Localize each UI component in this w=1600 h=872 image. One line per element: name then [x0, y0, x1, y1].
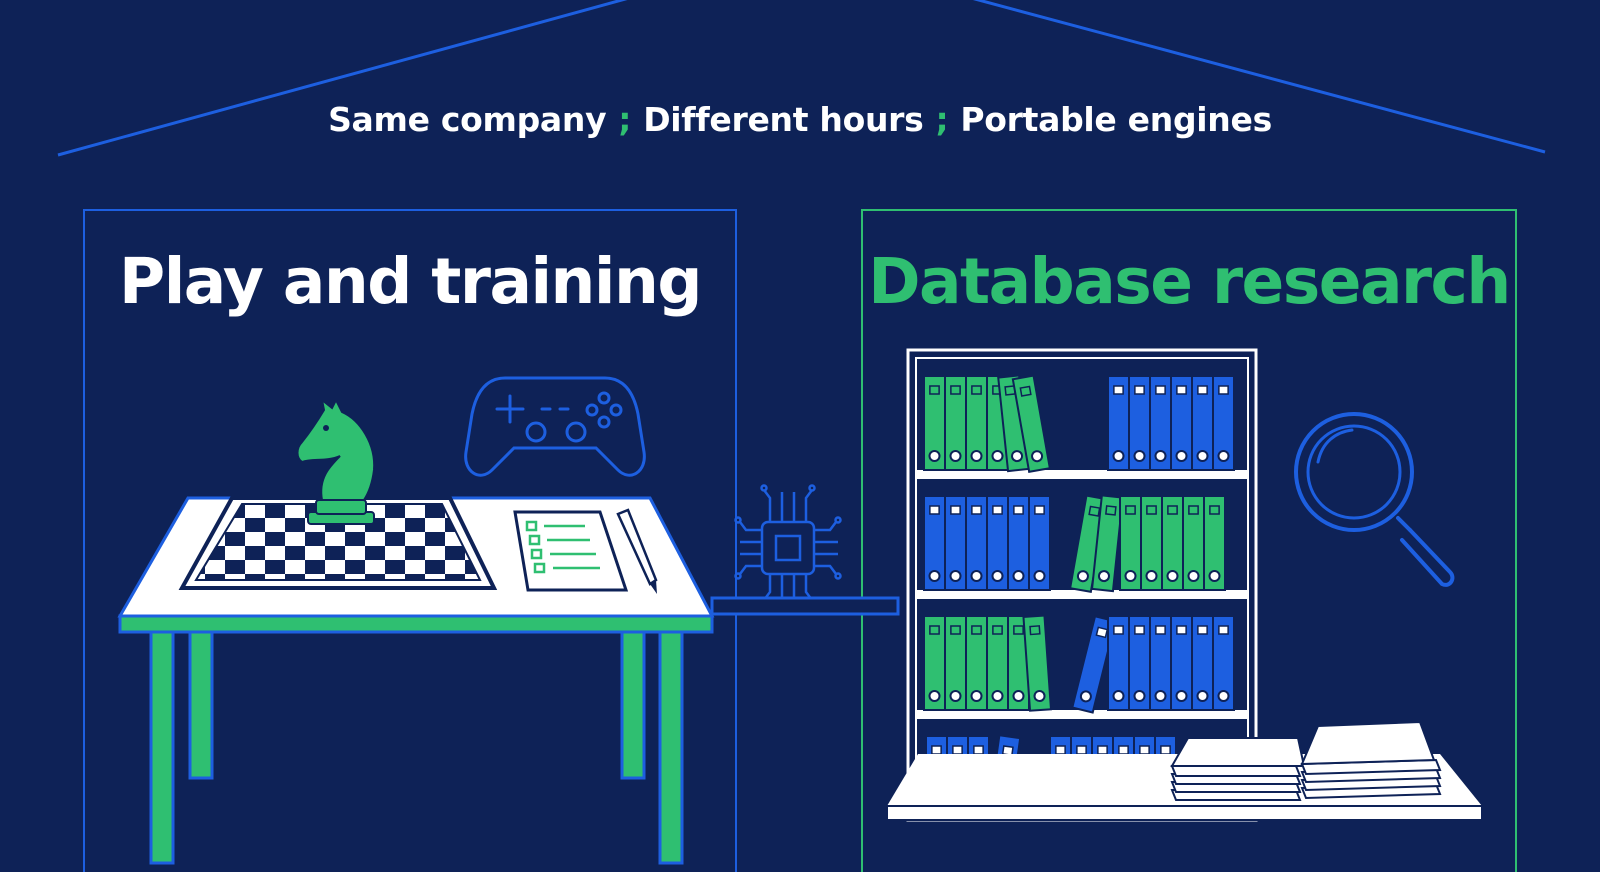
binder-icon — [1182, 495, 1205, 591]
binder-icon — [1011, 374, 1051, 473]
checklist-icon — [513, 510, 629, 592]
binder-icon — [986, 615, 1009, 711]
binder-icon — [1140, 495, 1163, 591]
paper-stack-icon — [1170, 720, 1442, 801]
binder-icon — [965, 495, 988, 591]
left-panel-frame — [83, 209, 737, 872]
binder-icon — [965, 615, 988, 711]
binder-icon — [944, 615, 967, 711]
binder-icon — [1212, 375, 1235, 471]
tagline-separator: ; — [935, 100, 949, 139]
binder-icon — [1119, 495, 1142, 591]
binder-icon — [1212, 615, 1235, 711]
binder-icon — [965, 375, 988, 471]
magnifying-glass-icon — [1294, 412, 1455, 587]
binder-icon — [1149, 615, 1172, 711]
tagline-item-same-company: Same company — [328, 100, 607, 139]
right-panel-frame — [861, 209, 1517, 872]
bookshelf-icon — [906, 348, 1258, 822]
binder-icon — [1170, 615, 1193, 711]
binder-icon — [1007, 495, 1030, 591]
binder-icon — [1149, 375, 1172, 471]
database-research-title: Database research — [868, 245, 1511, 318]
binder-icon — [944, 495, 967, 591]
tagline-item-portable-engines: Portable engines — [960, 100, 1272, 139]
game-controller-icon — [464, 376, 646, 477]
binder-icon — [1128, 375, 1151, 471]
binder-icon — [1028, 495, 1051, 591]
binder-icon — [1203, 495, 1226, 591]
binder-icon — [1107, 375, 1130, 471]
chess-knight-icon — [296, 397, 376, 525]
shared-shelf — [710, 596, 900, 616]
binder-icon — [944, 375, 967, 471]
binder-icon — [1161, 495, 1184, 591]
pencil-icon — [616, 508, 658, 594]
binder-icon — [1022, 614, 1053, 712]
binder-icon — [1191, 615, 1214, 711]
binder-icon — [986, 495, 1009, 591]
binder-icon — [1107, 615, 1130, 711]
binder-icon — [923, 495, 946, 591]
binder-icon — [923, 375, 946, 471]
chessboard-icon — [178, 496, 498, 590]
tagline-separator: ; — [618, 100, 632, 139]
binder-icon — [1071, 615, 1117, 714]
cpu-chip-icon — [734, 484, 842, 606]
roof-line — [57, 0, 1546, 157]
tagline-item-different-hours: Different hours — [643, 100, 924, 139]
play-and-training-title: Play and training — [119, 245, 702, 318]
binder-icon — [1128, 615, 1151, 711]
binder-icon — [1090, 494, 1124, 593]
binder-icon — [1191, 375, 1214, 471]
binder-icon — [923, 615, 946, 711]
tagline: Same company; Different hours; Portable en… — [0, 100, 1600, 139]
binder-icon — [1170, 375, 1193, 471]
